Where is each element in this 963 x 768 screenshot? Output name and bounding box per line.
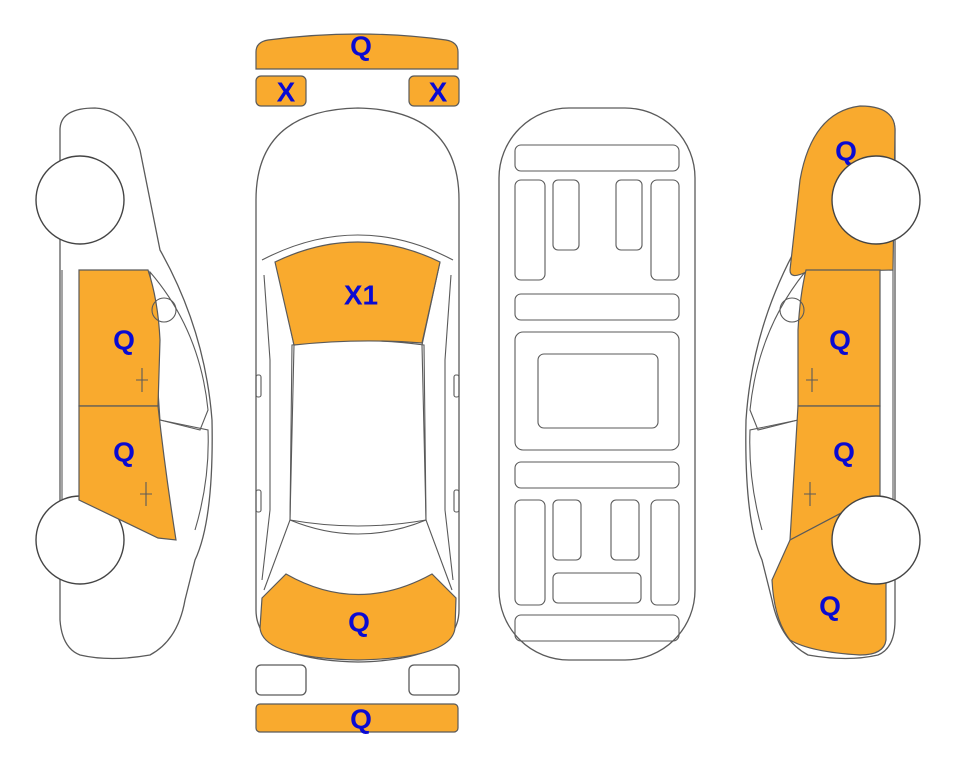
left-rear-door[interactable]: Q: [78, 405, 177, 541]
left-headlight[interactable]: X: [255, 75, 307, 108]
left-front-door[interactable]: Q: [78, 269, 177, 407]
rear-right-light[interactable]: [408, 664, 460, 696]
left-front-door-label: Q: [113, 325, 135, 356]
right-headlight-label: X: [429, 77, 448, 108]
right-mirror-icon: [779, 297, 805, 323]
right-rear-door[interactable]: Q: [789, 405, 881, 542]
left-rear-door-label: Q: [113, 437, 135, 468]
right-front-door[interactable]: Q: [779, 269, 881, 407]
right-rear-door-label: Q: [833, 437, 855, 468]
front-bumper-label: Q: [350, 31, 372, 62]
right-front-wheel-icon: [831, 155, 921, 245]
left-headlight-label: X: [277, 77, 296, 108]
windshield-label: X1: [344, 280, 378, 311]
windshield[interactable]: X1: [274, 241, 441, 346]
right-rear-quarter-label: Q: [819, 591, 841, 622]
right-front-door-label: Q: [829, 325, 851, 356]
rear-bumper[interactable]: Q: [255, 703, 459, 735]
trunk-lid-label: Q: [348, 607, 370, 638]
rear-bumper-label: Q: [350, 704, 372, 735]
front-bumper[interactable]: Q: [255, 31, 459, 70]
right-rear-wheel-icon: [831, 495, 921, 585]
right-front-fender-label: Q: [835, 136, 857, 167]
left-mirror-icon: [151, 297, 177, 323]
trunk-lid[interactable]: Q: [259, 573, 457, 661]
right-headlight[interactable]: X: [408, 75, 460, 108]
rear-left-light[interactable]: [255, 664, 307, 696]
underbody-view: [498, 107, 696, 661]
left-front-wheel-icon: [35, 155, 125, 245]
